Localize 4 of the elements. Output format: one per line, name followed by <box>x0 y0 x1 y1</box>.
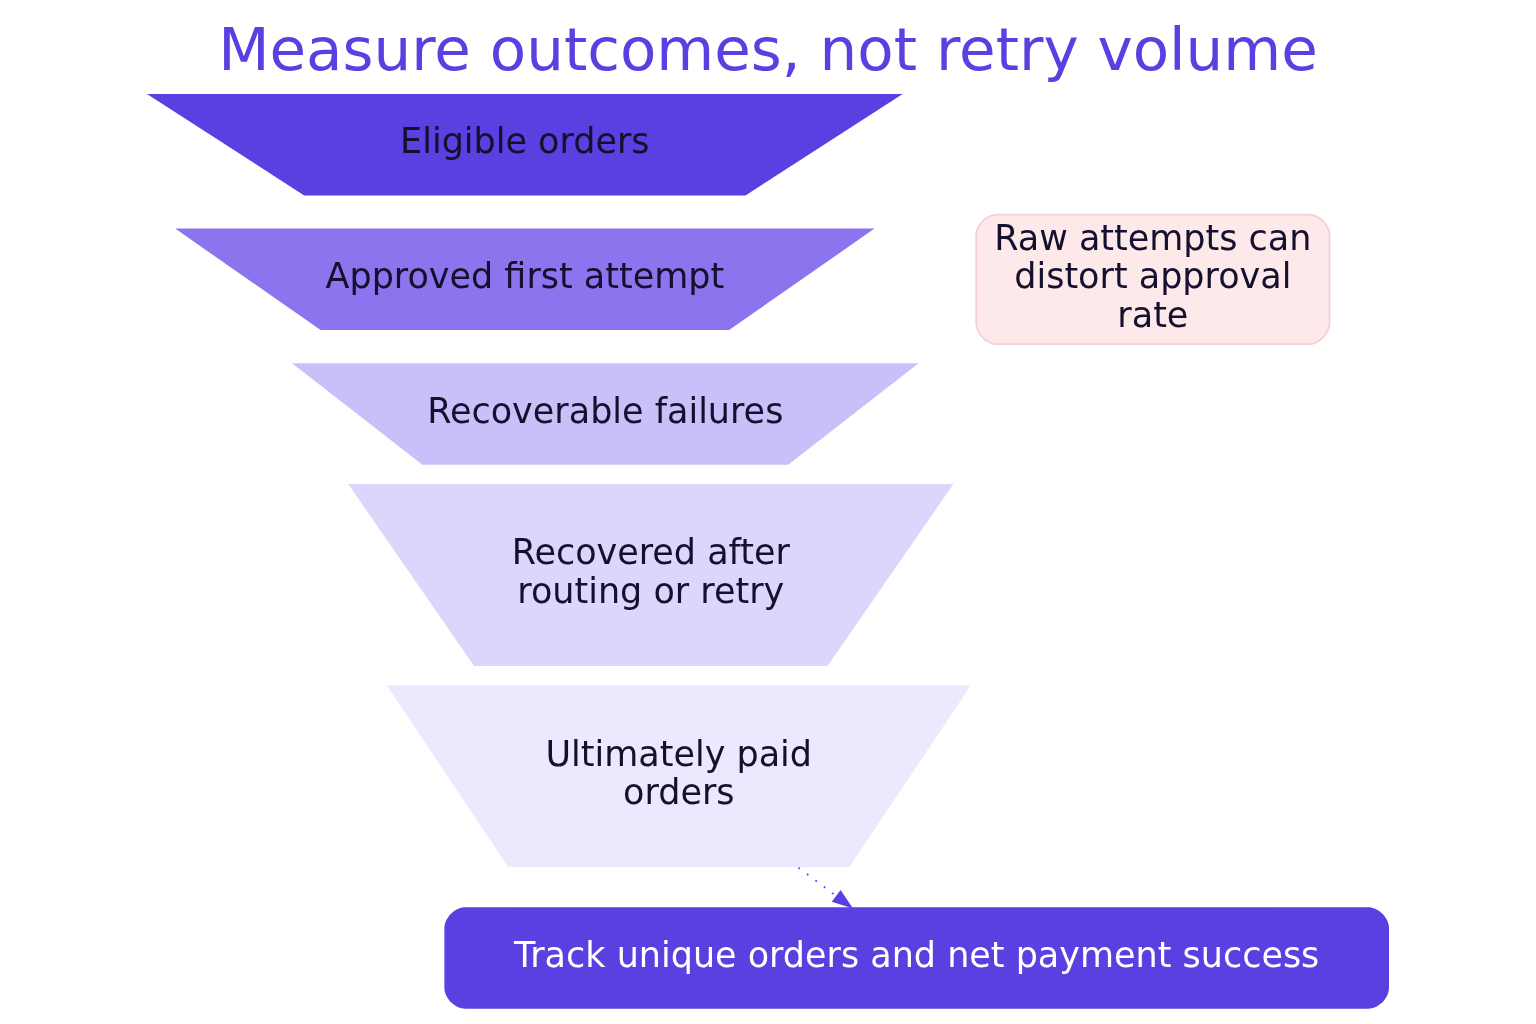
diagram-title: Measure outcomes, not retry volume <box>218 14 1318 84</box>
arrow <box>797 866 853 909</box>
node-box: Raw attempts can distort approval rate <box>975 213 1331 345</box>
node-box: Track unique orders and net payment success <box>444 907 1389 1009</box>
